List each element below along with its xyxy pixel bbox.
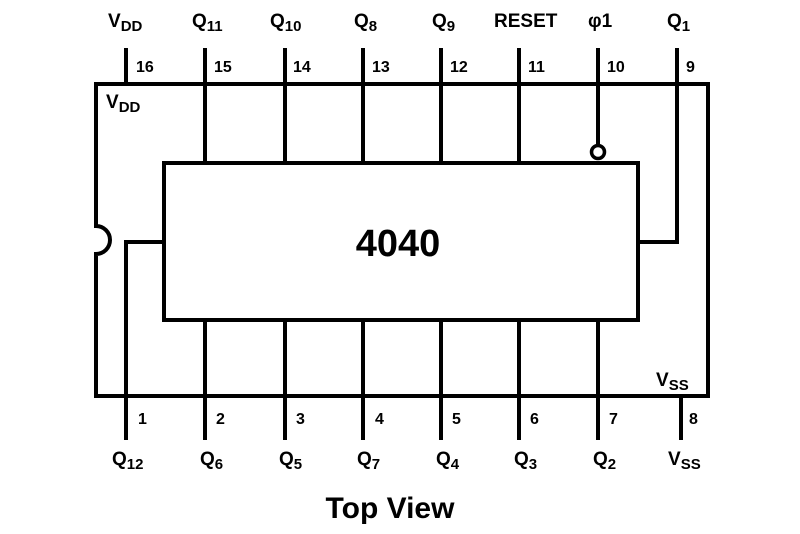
pin-11-name: RESET — [494, 11, 558, 32]
pin-1-wire — [124, 240, 164, 440]
inversion-bubble-icon — [589, 143, 607, 161]
pin-8-number: 8 — [689, 411, 698, 428]
package-outline — [94, 82, 710, 398]
pin-13-name: Q8 — [354, 11, 377, 35]
pin-5-number: 5 — [452, 411, 461, 428]
pin-5-name: Q4 — [436, 449, 460, 473]
pin-13-number: 13 — [372, 59, 390, 76]
pin-2-number: 2 — [216, 411, 225, 428]
pin-9-number: 9 — [686, 59, 695, 76]
pin-6-name: Q3 — [514, 449, 537, 473]
pin-12-name: Q9 — [432, 11, 455, 35]
pin-14-number: 14 — [293, 59, 311, 76]
top-pin-names: VDD Q11 Q10 Q8 Q9 RESET φ1 Q1 — [108, 11, 690, 35]
pin-11-number: 11 — [528, 59, 545, 76]
pin-16-name: VDD — [108, 11, 143, 35]
pin-9-name: Q1 — [667, 11, 690, 35]
pin-7-name: Q2 — [593, 449, 616, 473]
pin-1-number: 1 — [138, 411, 147, 428]
pin-10-name: φ1 — [588, 11, 613, 32]
pin-4-name: Q7 — [357, 449, 380, 473]
bottom-pin-numbers: 1 2 3 4 5 6 7 8 — [138, 411, 698, 428]
bottom-pin-names: Q12 Q6 Q5 Q7 Q4 Q3 Q2 VSS — [112, 449, 701, 473]
pin-3-name: Q5 — [279, 449, 302, 473]
pin-12-number: 12 — [450, 59, 468, 76]
pin-1-name: Q12 — [112, 449, 143, 473]
pin-8-name: VSS — [668, 449, 701, 473]
diagram-caption: Top View — [326, 492, 456, 525]
bottom-pin-wires — [124, 240, 683, 440]
pin-4-number: 4 — [375, 411, 384, 428]
pin-3-number: 3 — [296, 411, 305, 428]
pin-2-name: Q6 — [200, 449, 223, 473]
pin-16-number: 16 — [136, 59, 154, 76]
top-pin-numbers: 16 15 14 13 12 11 10 9 — [136, 59, 695, 76]
pin-15-number: 15 — [214, 59, 232, 76]
vdd-inner-label: VDD — [106, 92, 141, 116]
pin-15-name: Q11 — [192, 11, 223, 35]
pin-6-number: 6 — [530, 411, 539, 428]
pin-10-number: 10 — [607, 59, 625, 76]
pin-7-number: 7 — [609, 411, 618, 428]
chip-name: 4040 — [356, 223, 441, 265]
pin-14-name: Q10 — [270, 11, 301, 35]
vss-inner-label: VSS — [656, 370, 689, 394]
top-pin-wires — [124, 48, 679, 244]
pin-9-wire — [638, 48, 679, 244]
